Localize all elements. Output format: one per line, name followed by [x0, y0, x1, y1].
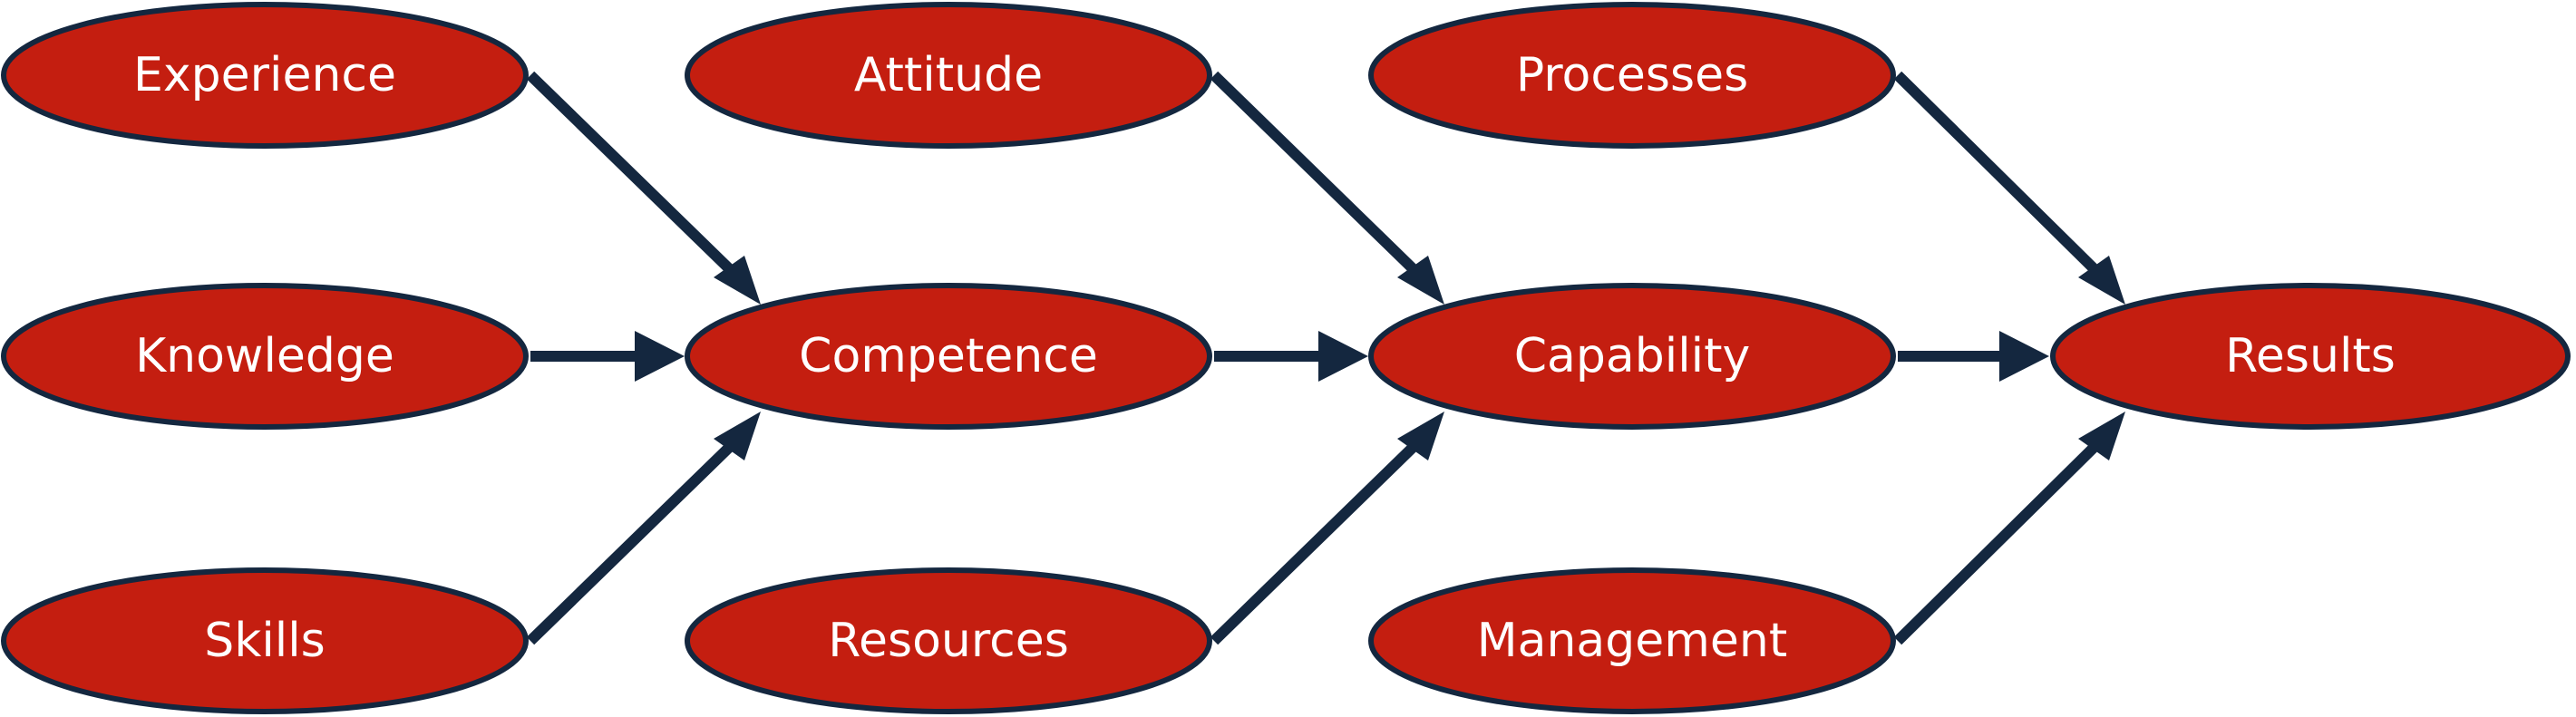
- node-processes: Processes: [1368, 2, 1896, 149]
- edge-capability-to-results: [1898, 331, 2049, 382]
- node-competence-label: Competence: [799, 329, 1098, 383]
- node-attitude: Attitude: [685, 2, 1212, 149]
- node-knowledge-label: Knowledge: [135, 329, 394, 383]
- edges: [526, 71, 2125, 645]
- node-skills-label: Skills: [204, 614, 326, 668]
- edge-processes-to-results: [1893, 71, 2125, 305]
- node-resources: Resources: [685, 567, 1212, 714]
- edge-management-to-results: [1893, 412, 2125, 645]
- node-experience: Experience: [1, 2, 529, 149]
- edge-knowledge-to-competence: [530, 331, 685, 382]
- node-knowledge: Knowledge: [1, 283, 529, 430]
- node-capability: Capability: [1368, 283, 1896, 430]
- node-management-label: Management: [1477, 614, 1788, 668]
- node-attitude-label: Attitude: [854, 48, 1043, 102]
- edge-experience-to-competence: [526, 71, 761, 305]
- node-capability-label: Capability: [1514, 329, 1751, 383]
- edge-skills-to-competence: [526, 412, 761, 645]
- edge-competence-to-capability: [1214, 331, 1368, 382]
- node-processes-label: Processes: [1516, 48, 1748, 102]
- node-management: Management: [1368, 567, 1896, 714]
- edge-attitude-to-capability: [1210, 71, 1444, 305]
- edge-resources-to-capability: [1210, 412, 1444, 645]
- node-competence: Competence: [685, 283, 1212, 430]
- node-skills: Skills: [1, 567, 529, 714]
- node-results-label: Results: [2225, 329, 2396, 383]
- node-results: Results: [2050, 283, 2571, 430]
- node-experience-label: Experience: [133, 48, 396, 102]
- node-resources-label: Resources: [828, 614, 1069, 668]
